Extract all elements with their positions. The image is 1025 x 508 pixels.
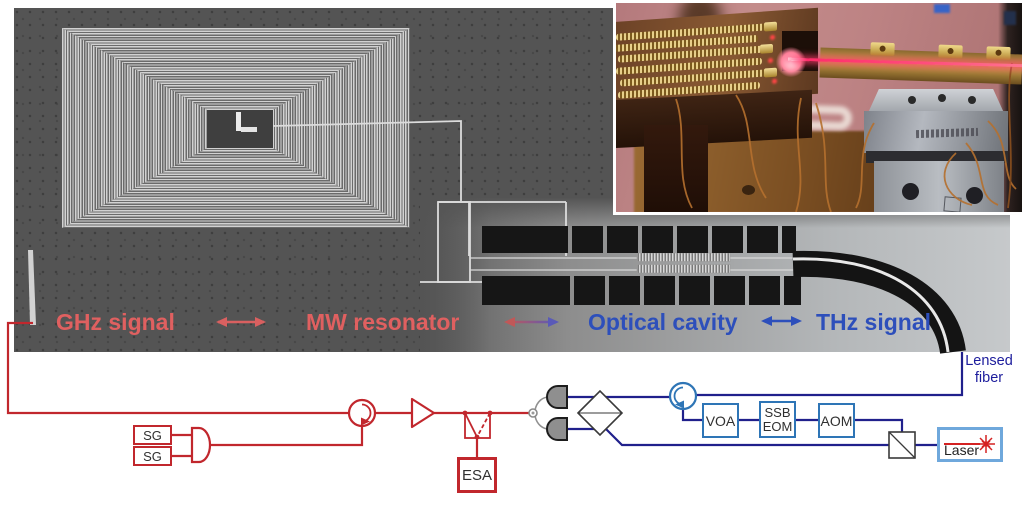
voa-box: VOA	[702, 403, 739, 438]
beamsplitter-cube-icon	[888, 431, 916, 459]
ssb-eom-box: SSB EOM	[759, 401, 796, 438]
positioner-mid-band	[864, 111, 1008, 153]
label-ghz-signal: GHz signal	[56, 309, 175, 335]
lensed-fiber-curve	[792, 250, 966, 355]
laser-coupling-glow	[776, 47, 806, 77]
power-combiner-icon	[190, 426, 212, 464]
microwave-path	[6, 321, 529, 458]
setup-photo-inset	[613, 0, 1025, 215]
probe-needle	[28, 250, 36, 325]
label-lensed-fiber: Lensed fiber	[965, 353, 1013, 386]
rf-switch-icon	[462, 410, 493, 440]
amplifier-icon	[410, 397, 436, 429]
optical-waveguide	[470, 257, 795, 271]
chip-pads	[482, 226, 801, 305]
photo-connector-dark	[1004, 11, 1016, 25]
stage-support-leg	[644, 125, 708, 212]
coupler-mark	[241, 127, 257, 132]
double-arrow-blue-icon	[761, 316, 802, 326]
optical-path	[567, 352, 964, 447]
spectrum-analyzer-box: ESA	[457, 457, 497, 493]
resonator-center-gap	[207, 110, 273, 148]
positioner-top-face	[868, 89, 1004, 113]
optical-circulator-icon	[668, 381, 698, 411]
mw-circulator-icon	[347, 398, 377, 428]
fiber-coupler-icon	[576, 389, 624, 437]
positioner-groove	[866, 151, 1008, 163]
copper-wires	[675, 62, 1017, 212]
laser-beam-icon	[944, 435, 995, 453]
photo-connector-blue	[934, 4, 950, 13]
baseplate-hole	[742, 185, 755, 195]
signal-generator-2-box: SG	[133, 446, 172, 466]
label-thz-signal: THz signal	[816, 309, 932, 335]
double-arrow-red-icon	[216, 317, 266, 327]
photodiode-pair-icon	[534, 385, 568, 441]
signal-generator-1-box: SG	[133, 425, 172, 445]
spiral-resonator	[62, 28, 410, 228]
rf-connector-icon	[528, 408, 538, 418]
label-optical-cavity: Optical cavity	[588, 309, 738, 335]
laser-label: Laser	[944, 442, 980, 458]
double-arrow-gradient-icon	[504, 317, 559, 327]
aom-box: AOM	[818, 403, 855, 438]
grating-sections	[636, 252, 731, 274]
laser-box: Laser	[937, 427, 1003, 462]
coupler-mark	[236, 112, 241, 131]
fiber-positioner-block	[874, 161, 1004, 212]
label-mw-resonator: MW resonator	[306, 309, 460, 335]
